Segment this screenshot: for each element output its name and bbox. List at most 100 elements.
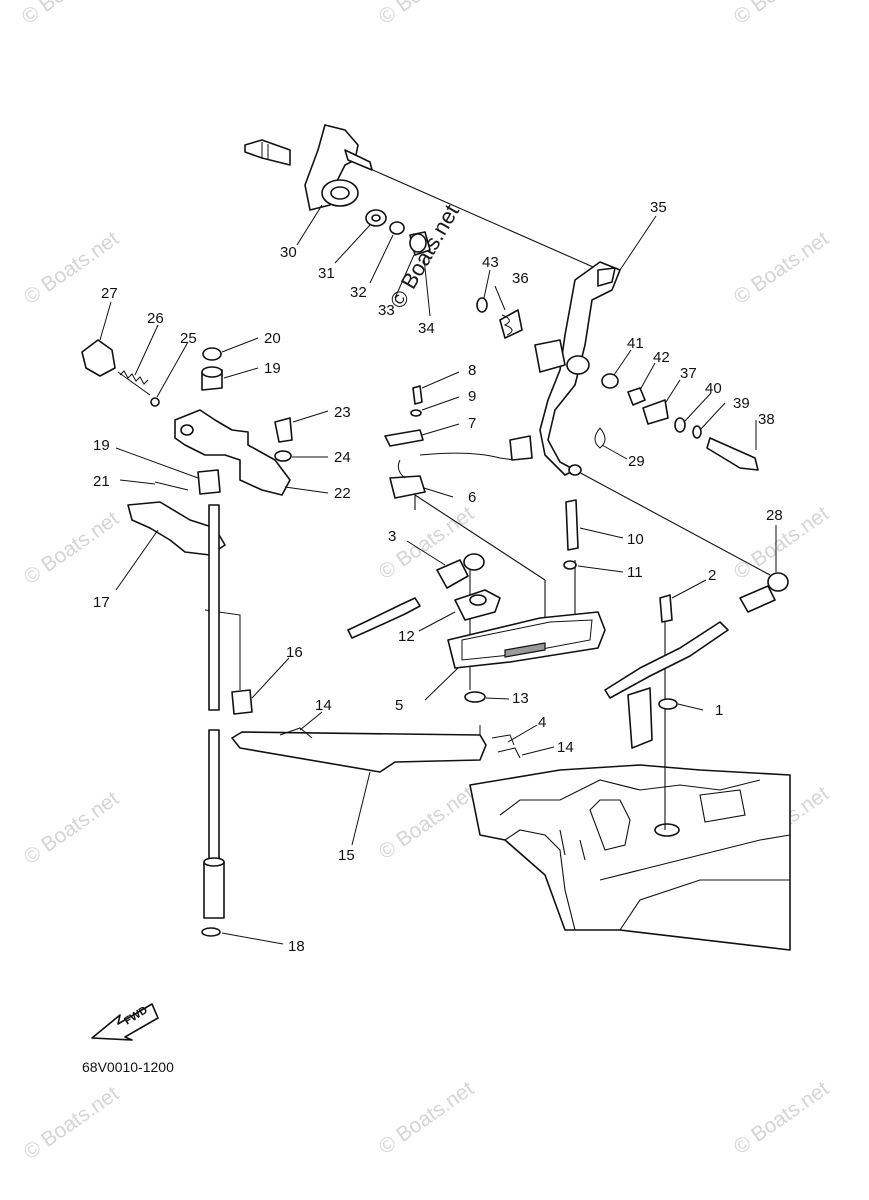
shift-bellcrank <box>476 261 759 476</box>
washer-20 <box>202 347 222 361</box>
callout-8: 8 <box>468 362 476 379</box>
clip-14-right <box>497 747 521 759</box>
bolt-38 <box>706 437 759 471</box>
washer-9 <box>410 409 422 417</box>
callout-28: 28 <box>766 507 783 524</box>
callout-14-top: 14 <box>315 697 332 714</box>
center-plate-assembly <box>384 385 606 703</box>
bushing-16 <box>231 689 253 715</box>
callout-33: 33 <box>378 302 395 319</box>
watermark: © Boats.net <box>730 0 833 29</box>
clip-4 <box>491 734 515 746</box>
watermark: © Boats.net <box>730 1077 833 1159</box>
watermark: © Boats.net <box>375 0 478 29</box>
washer-11 <box>563 560 577 570</box>
callout-18: 18 <box>288 938 305 955</box>
callout-31: 31 <box>318 265 335 282</box>
spring-26 <box>117 371 151 396</box>
callout-1: 1 <box>715 702 723 719</box>
assembly-lines <box>204 159 771 830</box>
block-6 <box>389 475 426 499</box>
clip-39 <box>692 425 702 439</box>
bolt-2 <box>659 594 673 623</box>
callout-14-right: 14 <box>557 739 574 756</box>
watermark: © Boats.net <box>375 1077 478 1159</box>
pin-21 <box>154 481 189 491</box>
washer-43 <box>476 297 488 313</box>
callout-43: 43 <box>482 254 499 271</box>
callout-6: 6 <box>468 489 476 506</box>
pin-37 <box>642 399 669 425</box>
washer-41 <box>601 373 619 389</box>
slide-plate-5 <box>447 611 606 669</box>
callout-13: 13 <box>512 690 529 707</box>
bracket-1 <box>627 687 653 749</box>
watermark: © Boats.net <box>20 507 123 589</box>
callout-9: 9 <box>468 388 476 405</box>
screw-8 <box>412 385 423 405</box>
callout-35: 35 <box>650 199 667 216</box>
callout-23: 23 <box>334 404 351 421</box>
left-linkage <box>81 339 293 556</box>
connector <box>509 435 533 461</box>
callout-19-bottom: 19 <box>93 437 110 454</box>
callout-12: 12 <box>398 628 415 645</box>
callout-20: 20 <box>264 330 281 347</box>
callout-40: 40 <box>705 380 722 397</box>
washer-32 <box>389 221 405 235</box>
cable-right <box>604 621 729 699</box>
callout-42: 42 <box>653 349 670 366</box>
watermark: © Boats.net <box>730 227 833 309</box>
callout-17: 17 <box>93 594 110 611</box>
callout-2: 2 <box>708 567 716 584</box>
callout-3: 3 <box>388 528 396 545</box>
watermark: © Boats.net <box>20 787 123 869</box>
callout-25: 25 <box>180 330 197 347</box>
callout-15: 15 <box>338 847 355 864</box>
callout-24: 24 <box>334 449 351 466</box>
callout-41: 41 <box>627 335 644 352</box>
callout-16: 16 <box>286 644 303 661</box>
callout-34: 34 <box>418 320 435 337</box>
bracket-22 <box>174 409 291 496</box>
bushing-19-bottom <box>197 469 221 495</box>
callout-39: 39 <box>733 395 750 412</box>
nut-42 <box>627 387 646 406</box>
cables <box>347 572 789 749</box>
bolt-23 <box>274 417 293 443</box>
callout-29: 29 <box>628 453 645 470</box>
callout-27: 27 <box>101 285 118 302</box>
diagram-code: 68V0010-1200 <box>82 1059 174 1075</box>
washer-40 <box>674 417 686 433</box>
callout-30: 30 <box>280 244 297 261</box>
cable-left <box>347 597 421 639</box>
bolt-10 <box>565 499 579 551</box>
callout-26: 26 <box>147 310 164 327</box>
plate-7 <box>384 429 424 447</box>
watermark: © Boats.net <box>375 782 478 864</box>
washer-24 <box>274 450 292 462</box>
callout-11: 11 <box>627 564 643 581</box>
end-28 <box>739 585 776 613</box>
callout-5: 5 <box>395 697 403 714</box>
upper-shift-lever <box>244 124 431 256</box>
clip-14-left <box>279 727 313 739</box>
callout-38: 38 <box>758 411 775 428</box>
callout-32: 32 <box>350 284 367 301</box>
joint-3 <box>436 559 469 589</box>
callout-19-top: 19 <box>264 360 281 377</box>
engine-housing <box>469 764 791 951</box>
callout-leaders <box>99 204 777 945</box>
clip-29 <box>594 427 606 449</box>
fwd-arrow: FWD <box>91 1003 159 1041</box>
washer-13 <box>464 691 486 703</box>
spring-36 <box>499 309 523 339</box>
callout-22: 22 <box>334 485 351 502</box>
callout-7: 7 <box>468 415 476 432</box>
ball-25 <box>150 397 160 407</box>
o-ring-18 <box>201 927 221 937</box>
lower-link-rod <box>231 725 521 773</box>
callout-10: 10 <box>627 531 644 548</box>
callout-4: 4 <box>538 714 546 731</box>
